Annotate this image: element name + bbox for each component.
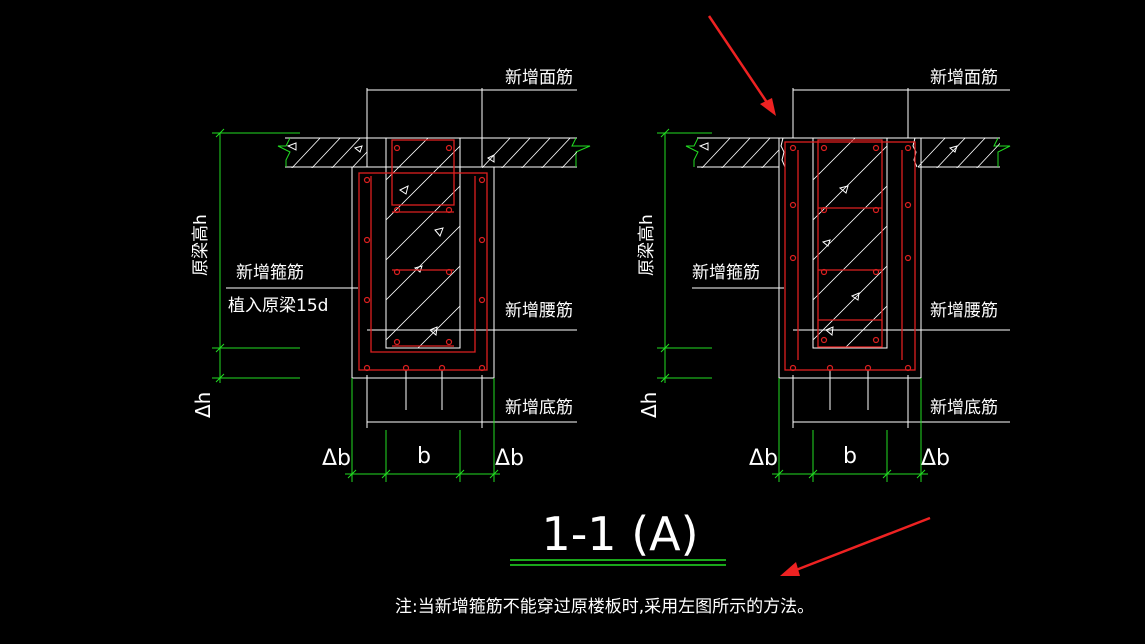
left-slab — [277, 137, 591, 168]
right-delta-b-right-label: Δb — [921, 446, 950, 471]
section-title: 1-1 (A) — [541, 507, 698, 561]
right-bottom-bar-label: 新增底筋 — [930, 398, 998, 418]
left-delta-h-label: Δh — [191, 392, 215, 418]
left-dimensions — [212, 128, 500, 482]
right-original-beam — [812, 137, 888, 349]
right-waist-bar-label: 新增腰筋 — [930, 301, 998, 321]
right-new-section-outline — [778, 88, 1010, 428]
left-original-beam — [385, 137, 461, 349]
left-delta-b-right-label: Δb — [495, 446, 524, 471]
right-rebar — [784, 139, 916, 372]
left-beam-detail: 新增面筋 新增腰筋 新增底筋 新增箍筋 植入原梁15d 原梁高h Δh Δb b… — [191, 68, 591, 482]
left-rebar — [358, 139, 488, 372]
right-beam-detail: 新增面筋 新增腰筋 新增底筋 新增箍筋 原梁高h Δh Δb b Δb — [637, 68, 1011, 482]
right-width-b-label: b — [843, 444, 857, 469]
left-bottom-bar-label: 新增底筋 — [505, 398, 573, 418]
right-stirrup-label: 新增箍筋 — [692, 263, 760, 283]
right-delta-b-left-label: Δb — [749, 446, 778, 471]
right-delta-h-label: Δh — [637, 392, 661, 418]
left-width-b-label: b — [417, 444, 431, 469]
right-dimensions — [657, 128, 928, 482]
left-delta-b-left-label: Δb — [322, 446, 351, 471]
right-height-label: 原梁高h — [637, 214, 657, 276]
left-stirrup-label: 新增箍筋 — [236, 263, 304, 283]
left-height-label: 原梁高h — [191, 214, 211, 276]
annotation-arrow-bottom — [780, 516, 931, 576]
annotation-arrow-top — [707, 15, 776, 116]
right-slab — [685, 137, 1011, 168]
left-new-section-outline — [351, 88, 577, 428]
left-waist-bar-label: 新增腰筋 — [505, 301, 573, 321]
note-text: 注:当新增箍筋不能穿过原楼板时,采用左图所示的方法。 — [395, 597, 814, 617]
left-anchor-label: 植入原梁15d — [228, 296, 328, 316]
right-top-bar-label: 新增面筋 — [930, 68, 998, 88]
left-top-bar-label: 新增面筋 — [505, 68, 573, 88]
